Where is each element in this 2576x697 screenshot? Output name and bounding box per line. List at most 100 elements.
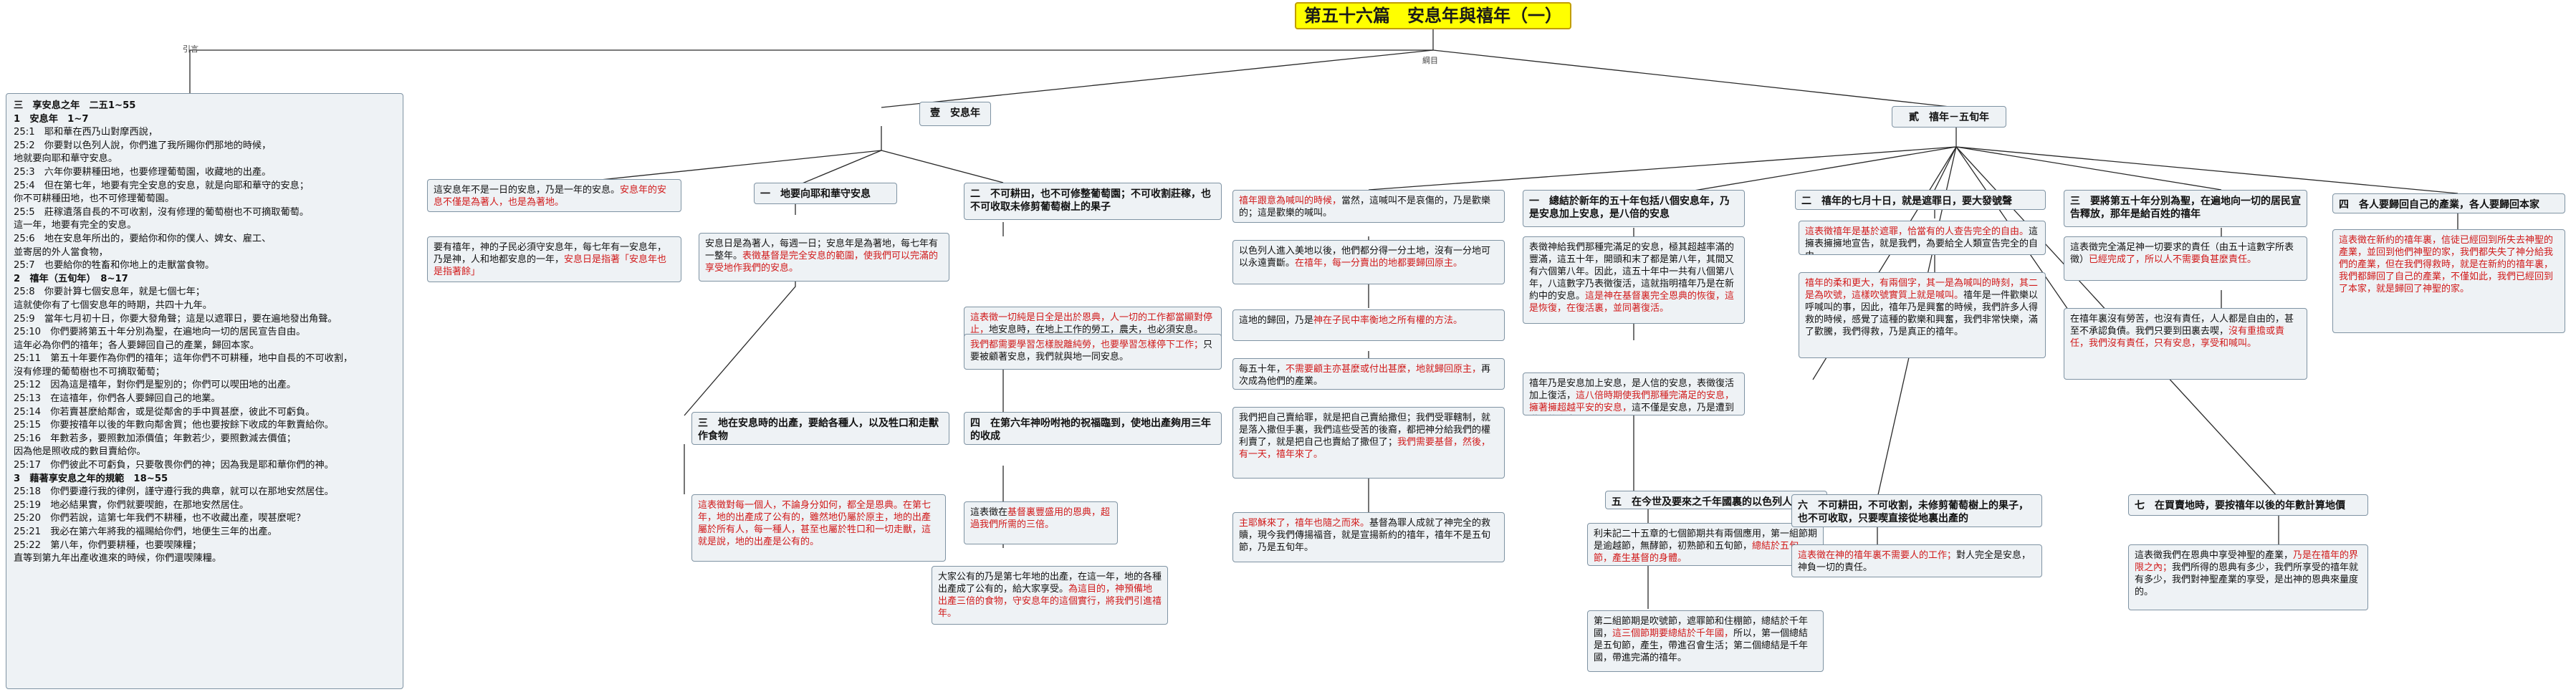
d6-highlight: 主耶穌來了， xyxy=(1239,518,1296,529)
d2-text: 以色列人進入美地以後，他們都分得一分土地，沒有一分地可以永遠賣斷。 xyxy=(1239,246,1491,269)
point-return-to-possession[interactable]: 四 各人要歸回自己的產業，各人要歸回本家 xyxy=(2332,193,2565,213)
c5-highlight: 基督裏豐盛用的恩典，超過我們所需的三倍。 xyxy=(970,507,1111,530)
node-jubilee-requires-sabbath[interactable]: 要有禧年，神的子民必須守安息年，每七年有一安息年，乃是神，人和地都安息的一年，安… xyxy=(427,236,681,282)
point-proclaim-liberty[interactable]: 三 要將第五十年分別為聖，在遍地向一切的居民宣告釋放，那年是給百姓的禧年 xyxy=(2064,190,2307,227)
c3-text: 只要被顧著安息，我們就與地一同安息。 xyxy=(970,340,1213,362)
node-rest-plus-rest[interactable]: 禧年乃是安息加上安息，是人信的安息，表徵復活加上復活，這八倍時期使我們那種完滿足… xyxy=(1523,372,1745,415)
intro-line: 25:1 耶和華在西乃山對摩西說， xyxy=(14,127,158,138)
node-sabbatical-year-rest[interactable]: 這安息年不是一日的安息，乃是一年的安息。安息年的安息不僅是為著人，也是為著地。 xyxy=(427,179,681,212)
h2-text: 對人完全是安息，神負一切的責任。 xyxy=(1798,550,2031,573)
node-enjoy-inheritance-in-grace[interactable]: 這表徵我們在恩典中享受神聖的產業，乃是在禧年的界限之內；我們所得的恩典有多少，我… xyxy=(2128,544,2368,610)
node-jesus-brings-jubilee[interactable]: 主耶穌來了，禧年也隨之而來。基督為罪人成就了神完全的救贖，現今我們傳揚福音，就是… xyxy=(1232,512,1505,562)
e2-text: 表徵神給我們那種完滿足的安息，極其超越率滿的豐滿， xyxy=(1529,242,1735,265)
g3-highlight: 這三個節期要總結於千年國， xyxy=(1612,628,1734,639)
c6-text: 大家公有的乃是第七年地的出產，在這一年，地的各種出產成了公有的，給大家享受。 xyxy=(938,572,1162,595)
node-every-fifty-years[interactable]: 每五十年，不需要顧主亦甚麼或付出甚麼，地就歸回原主，再次成為他們的產業。 xyxy=(1232,358,1505,390)
c2-text: 地安息時，在地上工作的勞工，農夫，也必須安息。 xyxy=(989,325,1204,335)
a2-highlight: 安息日是指著「安息年也是指著餘」 xyxy=(434,254,667,277)
node-land-returns[interactable]: 以色列人進入美地以後，他們都分得一分土地，沒有一分地可以永遠賣斷。在禧年，每一分… xyxy=(1232,240,1505,284)
intro-line: 2 禧年（五旬年） 8~17 xyxy=(14,273,128,284)
e2-highlight: 這是神在基督裏完全恩典的恢復，這是恢復，在復活裏，並同著復活。 xyxy=(1529,291,1735,314)
c2-highlight: 這表徵一切純是日全是出於恩典，人一切的工作都當顯對停止， xyxy=(970,312,1213,335)
k2-highlight: 這表徵在新約的禧年裏， xyxy=(2339,235,2442,246)
point-price-by-years[interactable]: 七 在買賣地時，要按禧年以後的年數計算地價 xyxy=(2128,494,2368,516)
point-trumpet-day-of-atonement[interactable]: 二 禧年的七月十日，就是遮罪日，要大發號聲 xyxy=(1795,190,2046,210)
c5-text: 這表徵在 xyxy=(970,507,1008,518)
i3-text: 在禧年裏沒有勞苦，也沒有責任，人人都是自由的，甚至不承認負債。我們只要到田裏去喫… xyxy=(2070,314,2294,337)
intro-line: 25:12 因為這是禧年，對你們是聖別的；你們可以喫田地的出產。 xyxy=(14,380,297,391)
f2-highlight: 這表徵禧年是基於遮罪，恰當有的人查告完全的自由。 xyxy=(1805,226,2029,237)
section-sabbatical-year[interactable]: 壹 安息年 xyxy=(919,102,991,126)
node-all-is-grace[interactable]: 這表徵對每一個人，不論身分如何，都全是恩典。在第七年，地的出產成了公有的，雖然地… xyxy=(691,494,946,562)
d5-text: 我們把自己賣給罪，就是把自己賣給撒但；我們受罪轄制，就是落入撒但手裏，我們這些受… xyxy=(1239,413,1491,448)
d6-highlight-2: 禧年也隨之而來。 xyxy=(1295,518,1370,529)
d3-highlight: 神在子民中率衡地之所有權的方法。 xyxy=(1313,315,1463,326)
intro-line: 25:19 地必結果實，你們就要喫飽，在那地安然居住。 xyxy=(14,499,249,511)
intro-line: 25:18 你們要遵行我的律例，謹守遵行我的典章，就可以在那地安然居住。 xyxy=(14,486,334,498)
intro-connector-label: 引言 xyxy=(183,44,198,54)
f2-text: 這擁表擁擁地宣告，就是我們，為要給全人類宣告完全的自由。 xyxy=(1805,226,2039,254)
point-no-farming[interactable]: 二 不可耕田，也不可修整葡萄園；不可收割莊稼，也不可收取未修剪葡萄樹上的果子 xyxy=(964,183,1222,220)
j2-highlight: 乃是在禧年的界限之內； xyxy=(2135,550,2359,573)
f3-text: 禧年是一件歡樂以呼喊叫的事，因此，禧年乃是興奮的時候，我們許多人得救的時候，感覺… xyxy=(1805,290,2039,337)
node-no-human-work[interactable]: 這表徵在神的禧年裏不需要人的工作；對人完全是安息，神負一切的責任。 xyxy=(1791,544,2042,577)
d4-text-2: 再次成為他們的產業。 xyxy=(1239,364,1491,387)
c6-highlight: 為這目的，神預備地出產三倍的食物，守安息年的這個實行，將我們引進禧年。 xyxy=(938,584,1162,619)
node-jubilee-shouting[interactable]: 禧年跟意為喊叫的時候，當然，這喊叫不是哀傷的，乃是歡樂的；這是歡樂的喊叫。 xyxy=(1232,190,1505,223)
point-land-keep-sabbath[interactable]: 一 地要向耶和華守安息 xyxy=(754,183,897,204)
intro-line: 直等到第九年出產收進來的時候，你們還喫陳糧。 xyxy=(14,553,222,564)
node-ownership-restored[interactable]: 這地的歸回，乃是神在子民中率衡地之所有權的方法。 xyxy=(1232,309,1505,341)
i2-text: 這表徵完全滿足神一切要求的責任（由五十這數字所表徵） xyxy=(2070,242,2294,265)
intro-line: 25:17 你們彼此不可虧負，只要敬畏你們的神；因為我是耶和華你們的神。 xyxy=(14,460,334,471)
point-israel-millennium[interactable]: 五 在今世及要來之千年國裏的以色列人 xyxy=(1605,491,1827,509)
intro-line: 25:11 第五十年要作為你們的禧年；這年你們不可耕種，地中自長的不可收割， xyxy=(14,353,353,365)
intro-line: 25:2 你要對以色列人說，你們進了我所賜你們那地的時候， xyxy=(14,140,272,151)
point-eight-sabbaths[interactable]: 一 總結於新年的五十年包括八個安息年，乃是安息加上安息，是八倍的安息 xyxy=(1523,190,1745,227)
intro-line: 3 藉著享安息之年的規範 18~55 xyxy=(14,473,168,484)
a2-text: 要有禧年，神的子民必須守安息年，每七年有一安息年，乃是神，人和地都安息的一年， xyxy=(434,242,667,265)
e2-text-2: 這五十年，開頭和末了都是第八年，其間又有六個第八年。因此，這五十年中一共有八個第… xyxy=(1529,254,1735,302)
point-no-harvest[interactable]: 六 不可耕田，不可收割，未修剪葡萄樹上的果子，也不可收取，只要喫直接從地裏出產的 xyxy=(1791,494,2042,527)
intro-line: 25:7 也要給你的牲畜和你地上的走獸當食物。 xyxy=(14,260,215,271)
intro-line: 三 享安息之年 二五1~55 xyxy=(14,100,136,111)
i2-highlight: 已經完成了，所以人不需要負甚麼責任。 xyxy=(2089,254,2257,265)
node-based-on-atonement[interactable]: 這表徵禧年是基於遮罪，恰當有的人查告完全的自由。這擁表擁擁地宣告，就是我們，為要… xyxy=(1799,221,2046,255)
k2-text: 信徒已經回到所失去神聖的產業，並回到他們神聖的家，我們都失失了神分給我們的產業，… xyxy=(2339,235,2554,294)
intro-line: 25:14 你若賣甚麼給鄰舍，或是從鄰舍的手中買甚麼，彼此不可虧負。 xyxy=(14,406,315,418)
node-return-to-divine-house[interactable]: 這表徵在新約的禧年裏，信徒已經回到所失去神聖的產業，並回到他們神聖的家，我們都失… xyxy=(2332,229,2565,333)
d1-text: 當然，這喊叫不是哀傷的，乃是歡樂的；這是歡樂的喊叫。 xyxy=(1239,196,1491,218)
section-jubilee[interactable]: 貳 禧年－五旬年 xyxy=(1892,106,2006,128)
node-learn-to-stop-working[interactable]: 我們都需要學習怎樣脫離純勞，也要學習怎樣停下工作；只要被顧著安息，我們就與地一同… xyxy=(964,334,1222,370)
node-sabbath-for-man-and-land[interactable]: 安息日是為著人，每週一日；安息年是為著地，每七年有一整年。表徵基督是完全安息的範… xyxy=(699,233,949,282)
f3-highlight: 禧年的柔和更大，有兩個字，其一是為喊叫的時刻，其二是為吹號，這樣吹號實質上就是喊… xyxy=(1805,278,2039,301)
intro-line: 你不可耕種田地，也不可修理葡萄園。 xyxy=(14,193,175,205)
intro-line: 並寄居的外人當食物， xyxy=(14,246,108,258)
h2-highlight: 這表徵在神的禧年裏不需要人的工作； xyxy=(1798,550,1957,561)
intro-line: 25:9 當年七月初十日，你要大發角聲；這是以遮罪日，要在遍地發出角聲。 xyxy=(14,313,337,325)
node-shout-and-trumpet[interactable]: 禧年的柔和更大，有兩個字，其一是為喊叫的時刻，其二是為吹號，這樣吹號實質上就是喊… xyxy=(1799,272,2046,358)
intro-line: 25:13 在這禧年，你們各人要歸回自己的地業。 xyxy=(14,393,221,405)
intro-line: 25:20 你們若說，這第七年我們不耕種，也不收藏出產，喫甚麼呢？ xyxy=(14,513,306,524)
intro-line: 25:15 你要按禧年以後的年數向鄰舍買；他也要按餘下收成的年數賣給你。 xyxy=(14,420,334,431)
node-sold-to-satan[interactable]: 我們把自己賣給罪，就是把自己賣給撒但；我們受罪轄制，就是落入撒但手裏，我們這些受… xyxy=(1232,407,1505,479)
node-second-feast-group[interactable]: 第二組節期是吹號節，遮罪節和住棚節，總結於千年國，這三個節期要總結於千年國，所以… xyxy=(1587,610,1824,672)
root-topic[interactable]: 第五十六篇 安息年與禧年（一） xyxy=(1295,2,1571,29)
intro-line: 這就使你有了七個安息年的時期，共四十九年。 xyxy=(14,299,212,311)
node-resurrection-rest[interactable]: 表徵神給我們那種完滿足的安息，極其超越率滿的豐滿，這五十年，開頭和末了都是第八年… xyxy=(1523,236,1745,324)
point-sixth-year-blessing[interactable]: 四 在第六年神吩咐祂的祝福臨到，使地出產夠用三年的收成 xyxy=(964,412,1222,445)
node-first-feast-group[interactable]: 利未記二十五章的七個節期共有兩個應用，第一組節期是逾越節，無酵節，初熟節和五旬節… xyxy=(1587,523,1824,566)
node-responsibility-fulfilled[interactable]: 這表徵完全滿足神一切要求的責任（由五十這數字所表徵）已經完成了，所以人不需要負甚… xyxy=(2064,236,2307,281)
intro-line: 因為他是照收成的數目賣給你。 xyxy=(14,446,146,458)
intro-line: 這年必為你們的禧年；各人要歸回自己的產業，歸回本家。 xyxy=(14,340,259,351)
b2-highlight: 表徵基督是完全安息的範圍，使我們可以完滿的享受地作我們的安息。 xyxy=(705,251,939,274)
node-triple-grace[interactable]: 這表徵在基督裏豐盛用的恩典，超過我們所需的三倍。 xyxy=(964,501,1118,544)
node-seventh-year-produce[interactable]: 大家公有的乃是第七年地的出產，在這一年，地的各種出產成了公有的，給大家享受。為這… xyxy=(932,566,1168,625)
d4-text: 每五十年， xyxy=(1239,364,1286,375)
point-produce-as-food[interactable]: 三 地在安息時的出產，要給各種人，以及牲口和走獸作食物 xyxy=(691,412,949,445)
d4-highlight: 不需要顧主亦甚麼或付出甚麼，地就歸回原主， xyxy=(1285,364,1482,375)
e3-text-2: 這不僅是安息，乃是遭到滿足的安息。 xyxy=(1632,403,1735,413)
d6-text: 基督為罪人成就了神完全的救贖，現今我們傳揚福音，就是宣揚新約的禧年，禧年不是五旬… xyxy=(1239,518,1491,553)
node-no-toil[interactable]: 在禧年裏沒有勞苦，也沒有責任，人人都是自由的，甚至不承認負債。我們只要到田裏去喫… xyxy=(2064,308,2307,380)
outline-connector-label: 綱目 xyxy=(1422,56,1438,65)
